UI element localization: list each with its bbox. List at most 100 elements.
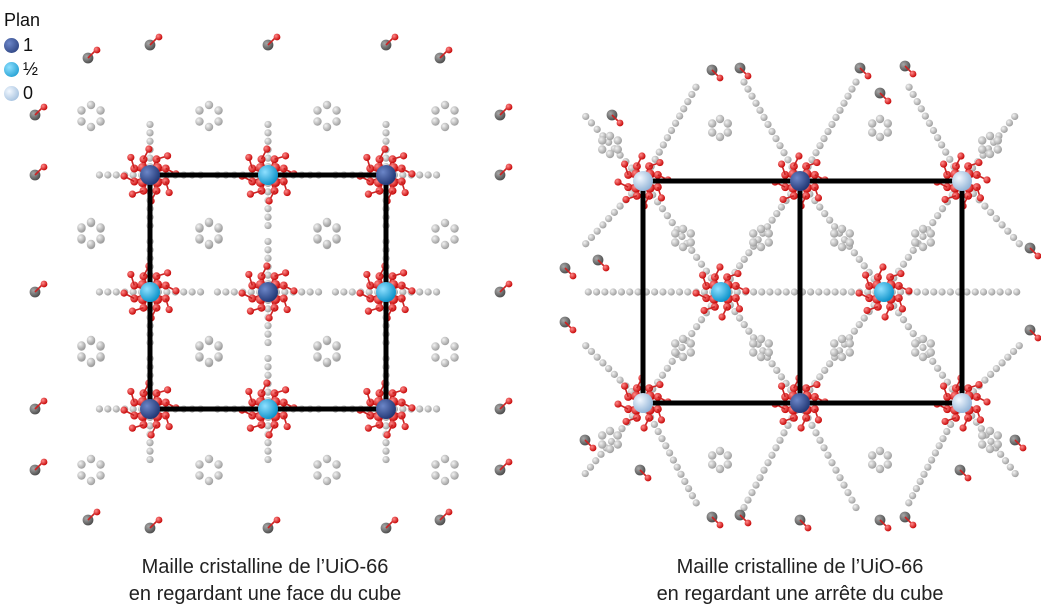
- ring-carbon-atom: [837, 242, 847, 252]
- carbon-atom: [996, 288, 1004, 296]
- carbon-atom: [998, 359, 1006, 367]
- carbon-atom: [780, 149, 788, 157]
- carbon-atom: [605, 215, 613, 223]
- carbon-atom: [836, 474, 844, 482]
- carbon-atom: [821, 210, 829, 218]
- oxygen-atom: [408, 287, 416, 295]
- oxygen-atom: [93, 46, 101, 54]
- carbon-atom: [247, 288, 255, 296]
- oxygen-atom: [700, 306, 708, 315]
- carbon-atom: [610, 370, 618, 378]
- ring-carbon-atom: [598, 431, 607, 440]
- carbon-atom: [1011, 112, 1019, 121]
- carbon-atom: [750, 288, 758, 296]
- oxygen-atom: [505, 458, 513, 466]
- ring-carbon-atom: [204, 239, 214, 249]
- ring-carbon-atom: [204, 217, 214, 227]
- oxygen-atom: [1034, 252, 1041, 260]
- ring-carbon-atom: [332, 341, 341, 350]
- carbon-atom: [382, 455, 390, 464]
- carbon-atom: [667, 288, 675, 296]
- carbon-atom: [735, 262, 744, 270]
- carbon-atom: [129, 405, 137, 413]
- carbon-atom: [808, 421, 816, 429]
- ring-carbon-atom: [96, 106, 105, 115]
- oxygen-atom: [40, 458, 48, 466]
- ring-carbon-atom: [440, 336, 450, 346]
- oxygen-atom: [644, 474, 652, 482]
- oxygen-atom: [656, 158, 664, 167]
- oxygen-atom: [964, 474, 972, 482]
- oxygen-atom: [273, 516, 281, 524]
- carbon-atom: [424, 405, 432, 413]
- ring-carbon-atom: [883, 128, 892, 137]
- oxygen-atom: [1034, 334, 1041, 342]
- carbon-atom: [654, 427, 662, 436]
- oxygen-atom: [401, 188, 409, 197]
- carbon-atom: [593, 227, 601, 235]
- oxygen-atom: [165, 305, 173, 314]
- oxygen-atom: [363, 270, 371, 279]
- bond: [439, 50, 448, 59]
- carbon-atom: [314, 288, 323, 296]
- carbon-atom: [593, 125, 601, 133]
- ring-carbon-atom: [195, 471, 204, 480]
- ring-carbon-atom: [671, 238, 680, 247]
- oxygen-atom: [163, 152, 172, 160]
- carbon-atom: [432, 171, 441, 179]
- carbon-atom: [852, 503, 860, 512]
- carbon-atom: [848, 85, 856, 93]
- oxygen-atom: [381, 145, 389, 153]
- ring-carbon-atom: [96, 471, 105, 480]
- carbon-atom: [663, 364, 671, 372]
- carbon-atom: [816, 373, 824, 381]
- oxygen-atom: [505, 397, 513, 405]
- carbon-atom: [942, 148, 950, 156]
- ring-carbon-atom: [764, 229, 773, 238]
- carbon-atom: [655, 148, 663, 156]
- bond: [87, 50, 96, 59]
- carbon-atom: [230, 288, 238, 296]
- carbon-atom: [677, 470, 685, 478]
- carbon-atom: [112, 405, 120, 413]
- oxygen-atom: [245, 153, 253, 162]
- carbon-atom: [912, 485, 921, 493]
- carbon-atom: [763, 223, 772, 231]
- carbon-atom: [605, 365, 613, 373]
- carbon-atom: [768, 127, 776, 136]
- carbon-atom: [925, 119, 934, 127]
- plane-0-swatch-icon: [4, 85, 19, 101]
- oxygen-atom: [283, 305, 291, 314]
- plane-half-atom: [258, 165, 278, 185]
- carbon-atom: [826, 360, 834, 368]
- carbon-atom: [382, 154, 390, 162]
- ring-carbon-atom: [86, 239, 96, 249]
- bond: [564, 321, 572, 329]
- ring-carbon-atom: [868, 128, 877, 137]
- carbon-atom: [592, 288, 601, 296]
- ring-carbon-atom: [985, 444, 995, 454]
- oxygen-atom: [265, 197, 273, 205]
- ring-carbon-atom: [723, 460, 732, 469]
- ring-carbon-atom: [926, 238, 935, 247]
- ring-carbon-atom: [450, 235, 459, 244]
- oxygen-atom: [898, 305, 907, 313]
- carbon-atom: [584, 288, 592, 296]
- ring-carbon-atom: [883, 451, 892, 460]
- carbon-atom: [264, 371, 272, 379]
- carbon-atom: [934, 364, 942, 372]
- ring-carbon-atom: [332, 460, 341, 469]
- carbon-atom: [667, 126, 676, 135]
- carbon-atom: [971, 288, 979, 296]
- carbon-atom: [587, 233, 596, 242]
- ring-carbon-atom: [86, 357, 96, 367]
- plane-1-atom: [790, 393, 810, 413]
- ring-carbon-atom: [875, 132, 885, 142]
- carbon-atom: [1015, 240, 1023, 248]
- ring-carbon-atom: [450, 224, 459, 233]
- ring-carbon-atom: [708, 451, 717, 460]
- caption-face-line-1: Maille cristalline de l’UiO-66: [141, 556, 389, 578]
- carbon-atom: [735, 314, 744, 322]
- legend-label-plane-half: ½: [23, 58, 39, 79]
- carbon-atom: [104, 288, 112, 296]
